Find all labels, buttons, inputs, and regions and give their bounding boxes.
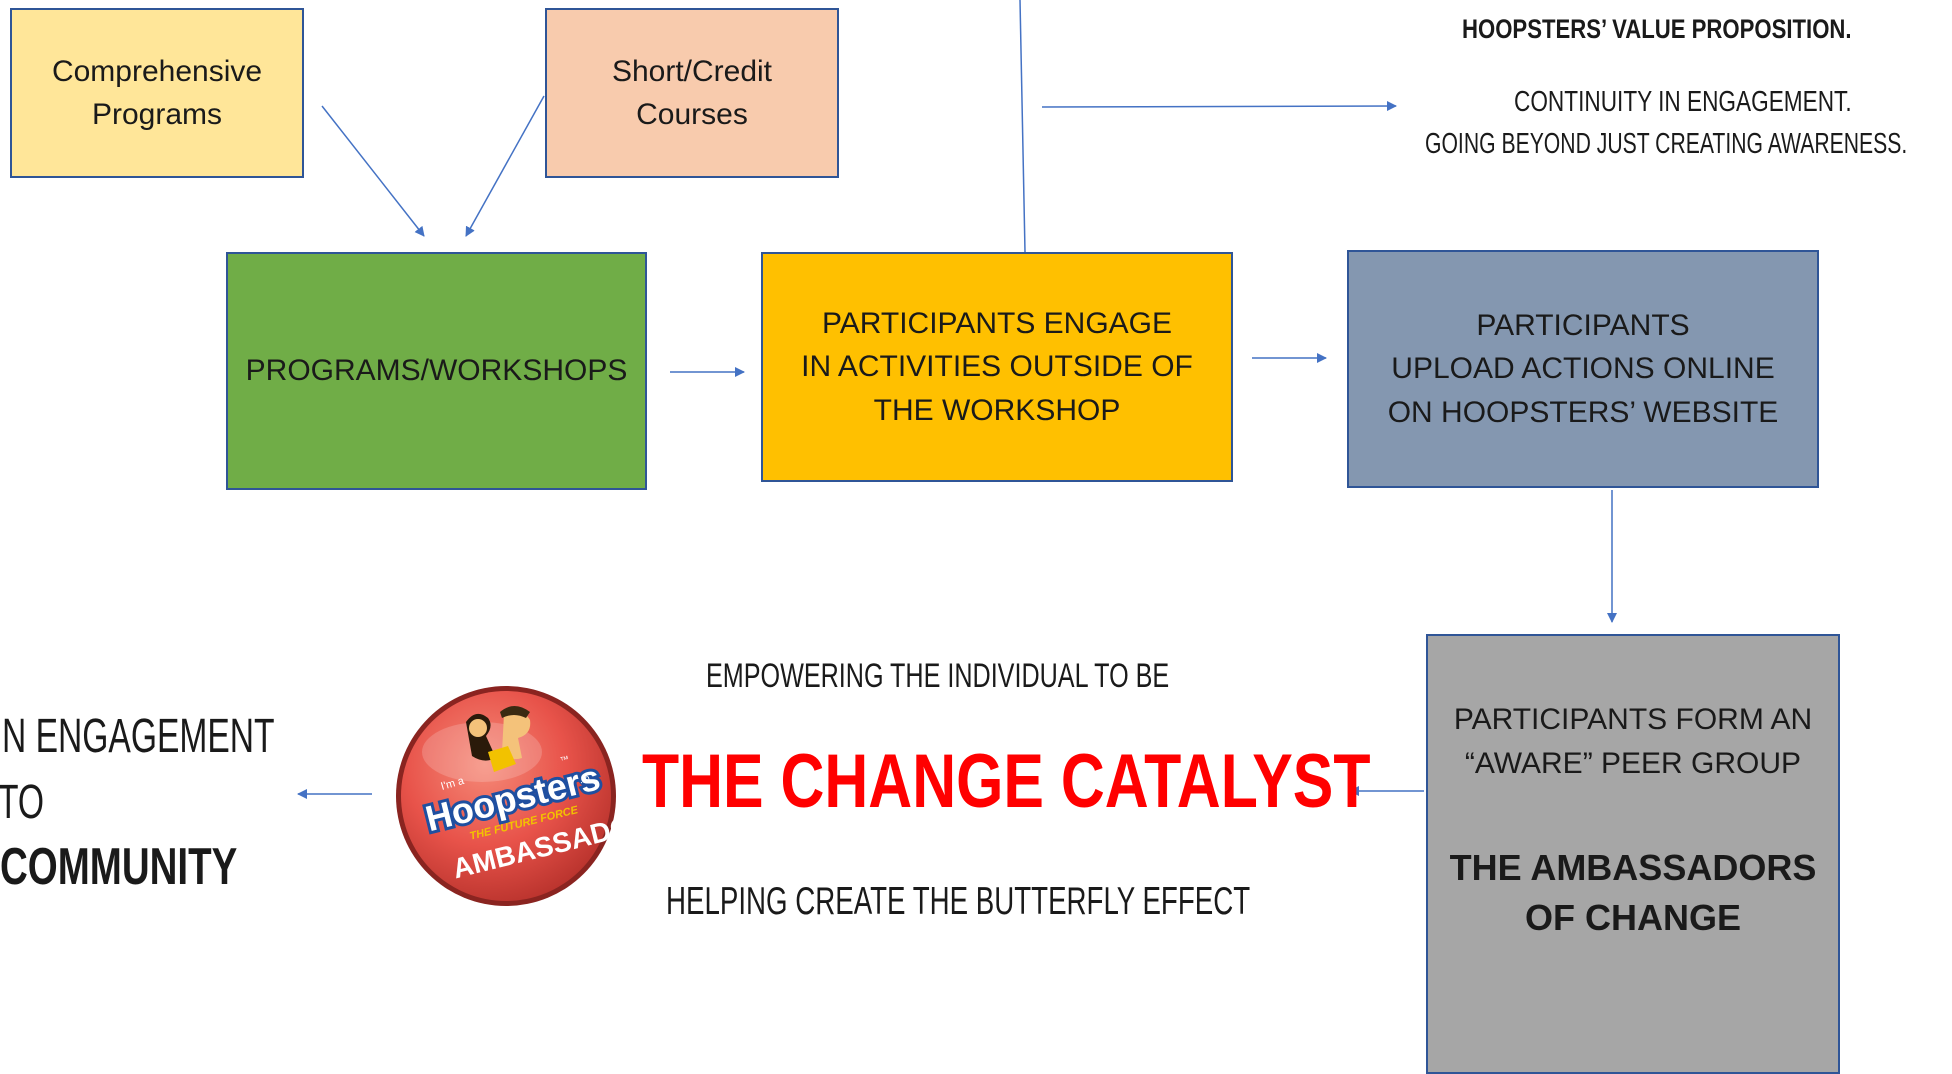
change-catalyst-title: THE CHANGE CATALYST	[642, 744, 1371, 820]
comprehensive-line2: Programs	[91, 98, 223, 131]
arrow-short-to-programs	[465, 95, 545, 237]
short-credit-courses-box: Short/Credit Courses	[545, 8, 839, 178]
participants-engage-box: PARTICIPANTS ENGAGE IN ACTIVITIES OUTSID…	[761, 252, 1233, 482]
value-proposition-heading: HOOPSTERS’ VALUE PROPOSITION.	[1462, 14, 1852, 45]
change-catalyst-title-text: THE CHANGE CATALYST	[642, 739, 1371, 824]
badge-tm: ™	[559, 754, 570, 766]
comprehensive-line1: Comprehensive	[51, 54, 263, 88]
catalyst-outro: HELPING CREATE THE BUTTERFLY EFFECT	[666, 880, 1250, 924]
badge-domain: .in	[578, 773, 591, 786]
peer-group-box: PARTICIPANTS FORM AN “AWARE” PEER GROUP …	[1426, 634, 1840, 1074]
comprehensive-programs-box: Comprehensive Programs	[10, 8, 304, 178]
left-line3: COMMUNITY	[0, 838, 238, 896]
left-line1: N ENGAGEMENT	[2, 710, 275, 763]
engage-line3: THE WORKSHOP	[873, 393, 1121, 427]
upload-line2: UPLOAD ACTIONS ONLINE	[1391, 352, 1775, 386]
connector-engage-up	[1019, 0, 1026, 253]
value-proposition-line1-text: CONTINUITY IN ENGAGEMENT.	[1514, 86, 1852, 118]
short-credit-line2: Courses	[636, 98, 748, 131]
catalyst-outro-text: HELPING CREATE THE BUTTERFLY EFFECT	[666, 880, 1251, 923]
arrow-comprehensive-to-programs	[321, 105, 425, 237]
short-credit-line1: Short/Credit	[611, 54, 773, 88]
upload-line3: ON HOOPSTERS’ WEBSITE	[1387, 395, 1779, 429]
peer-line2: “AWARE” PEER GROUP	[1464, 746, 1802, 780]
engage-line1: PARTICIPANTS ENGAGE	[821, 306, 1173, 340]
ambassadors-line2: OF CHANGE	[1525, 897, 1741, 939]
left-community-text: COMMUNITY	[0, 840, 237, 895]
engage-line2: IN ACTIVITIES OUTSIDE OF	[801, 350, 1193, 384]
participants-upload-box: PARTICIPANTS UPLOAD ACTIONS ONLINE ON HO…	[1347, 250, 1819, 488]
peer-line1: PARTICIPANTS FORM AN	[1453, 703, 1813, 736]
arrow-to-value-proposition	[1041, 101, 1397, 112]
left-line2: TO	[0, 776, 45, 829]
value-proposition-line2: GOING BEYOND JUST CREATING AWARENESS.	[1425, 128, 1907, 161]
ambassadors-line1: THE AMBASSADORS	[1449, 847, 1817, 888]
hoopsters-ambassador-badge: I'm a Hoopsters .in ™ THE FUTURE FORCE A…	[396, 686, 620, 906]
catalyst-intro: EMPOWERING THE INDIVIDUAL TO BE	[706, 657, 1169, 696]
left-to-text: TO	[0, 776, 45, 829]
value-proposition-line2-text: GOING BEYOND JUST CREATING AWARENESS.	[1425, 128, 1908, 160]
mascot-icon	[466, 706, 531, 772]
value-proposition-line1: CONTINUITY IN ENGAGEMENT.	[1514, 86, 1852, 119]
programs-workshops-box: PROGRAMS/WORKSHOPS	[226, 252, 647, 490]
catalyst-intro-text: EMPOWERING THE INDIVIDUAL TO BE	[706, 657, 1170, 695]
value-proposition-heading-text: HOOPSTERS’ VALUE PROPOSITION.	[1462, 14, 1852, 44]
left-engagement-text: N ENGAGEMENT	[2, 710, 275, 763]
upload-line1: PARTICIPANTS	[1476, 308, 1690, 342]
programs-workshops-label: PROGRAMS/WORKSHOPS	[245, 354, 628, 388]
